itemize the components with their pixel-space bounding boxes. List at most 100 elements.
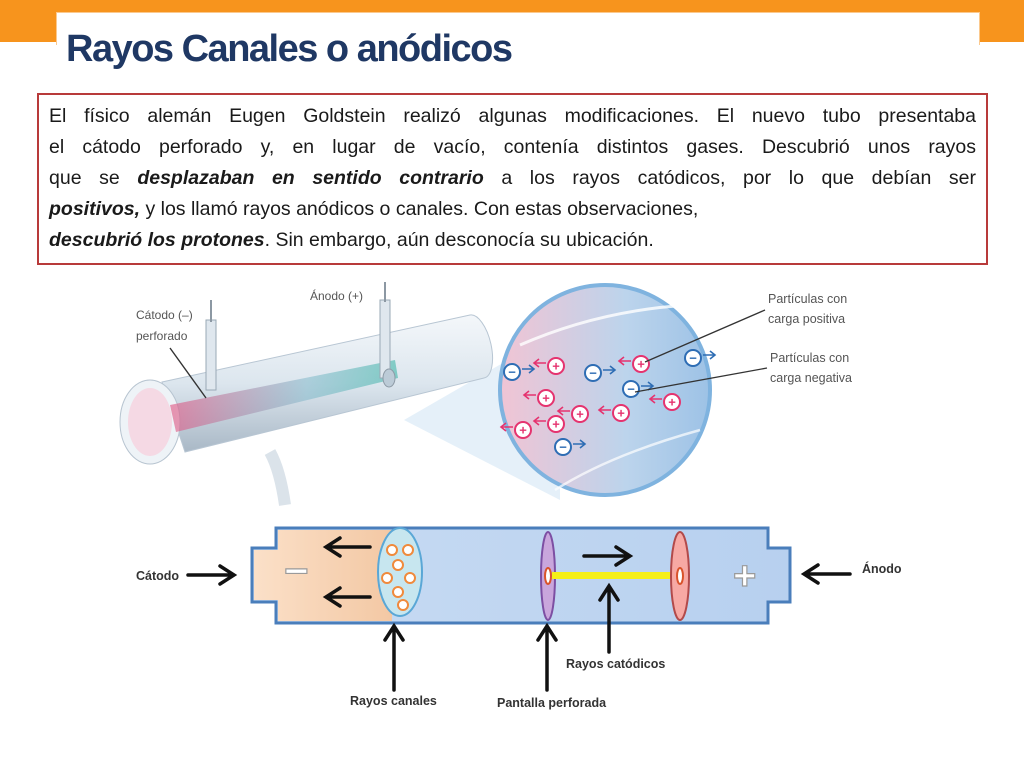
slide-title: Rayos Canales o anódicos xyxy=(66,28,513,70)
positive-particle: + xyxy=(597,404,630,422)
description-line-1: El físico alemán Eugen Goldstein realizó… xyxy=(49,105,976,127)
particle-group: −+−+−+−+++++− xyxy=(499,349,717,456)
particle-sign: + xyxy=(637,357,645,372)
particle-sign: + xyxy=(519,423,527,438)
tube-stand xyxy=(264,449,291,506)
title-frame xyxy=(56,12,980,45)
particle-direction-arrow xyxy=(573,439,587,449)
canal-ray-arrow-left xyxy=(322,586,372,608)
positive-particle: + xyxy=(499,421,532,439)
particle-direction-arrow xyxy=(703,350,717,360)
particle-sign: − xyxy=(689,351,697,366)
cathode-hole xyxy=(392,586,404,598)
positive-pointer xyxy=(644,309,766,363)
cathode-label-line-2: perforado xyxy=(136,329,188,343)
top-accent-bar xyxy=(0,0,1024,45)
text-run: y los llamó rayos anódicos o canales. Co… xyxy=(140,198,699,220)
particle-circle xyxy=(547,415,565,433)
cathode-hole xyxy=(381,572,393,584)
emphasis-protons: descubrió los protones xyxy=(49,229,265,251)
positive-label-line-2: carga positiva xyxy=(768,312,845,326)
particle-direction-arrow xyxy=(641,381,655,391)
emphasis-positive: positivos, xyxy=(49,198,141,220)
particle-circle xyxy=(663,393,681,411)
particle-circle xyxy=(632,355,650,373)
text-run: a los rayos catódicos, por lo que debían… xyxy=(483,167,977,189)
cathode-pointer-arrow xyxy=(186,564,238,586)
cathode-hole xyxy=(386,544,398,556)
cathode-hole xyxy=(404,572,416,584)
negative-particle: − xyxy=(503,363,536,381)
particle-circle xyxy=(537,389,555,407)
text-run: . Sin embargo, aún desconocía su ubicaci… xyxy=(264,229,654,251)
canal-rays-pointer xyxy=(383,622,405,692)
cathode-stem xyxy=(205,319,217,391)
particle-direction-arrow xyxy=(556,406,570,416)
anode-electrode xyxy=(382,368,396,388)
perforated-screen-pointer xyxy=(536,622,558,692)
negative-pointer xyxy=(634,367,768,393)
particle-direction-arrow xyxy=(499,422,513,432)
schematic-tube: − + Cátodo Ánodo Rayos canales Pantalla … xyxy=(136,526,902,710)
description-line-4: positivos, y los llamó rayos anódicos o … xyxy=(49,194,976,225)
particle-sign: + xyxy=(552,417,560,432)
description-line-5: descubrió los protones. Sin embargo, aún… xyxy=(49,225,976,256)
positive-particle: + xyxy=(556,405,589,423)
plus-sign: + xyxy=(733,554,756,598)
particle-sign: + xyxy=(542,391,550,406)
perforated-screen-label: Pantalla perforada xyxy=(497,696,607,710)
particle-circle xyxy=(584,364,602,382)
particle-direction-arrow xyxy=(532,358,546,368)
negative-particle: − xyxy=(684,349,717,367)
particle-circle xyxy=(571,405,589,423)
particle-direction-arrow xyxy=(603,365,617,375)
discharge-tube-illustration: Cátodo (–) perforado Ánodo (+) −+−+−+−++… xyxy=(119,282,852,506)
glass-highlight xyxy=(554,428,701,492)
particle-direction-arrow xyxy=(617,356,631,366)
cathode-pointer xyxy=(169,347,207,399)
screen-hole xyxy=(544,567,552,585)
particle-circle xyxy=(514,421,532,439)
cathode-ray-beam xyxy=(552,572,676,579)
anode-pointer-arrow xyxy=(800,563,852,585)
anode-label: Ánodo xyxy=(862,561,902,576)
particle-direction-arrow xyxy=(522,390,536,400)
particle-circle xyxy=(684,349,702,367)
cathode-rays-label: Rayos catódicos xyxy=(566,657,665,671)
canal-ray-arrow-left xyxy=(322,536,372,558)
positive-particle: + xyxy=(617,355,650,373)
particle-sign: − xyxy=(589,366,597,381)
particle-sign: + xyxy=(617,406,625,421)
negative-label-line-1: Partículas con xyxy=(770,351,849,365)
anode-label: Ánodo (+) xyxy=(310,288,363,303)
description-box: El físico alemán Eugen Goldstein realizó… xyxy=(37,93,988,265)
particle-sign: + xyxy=(576,407,584,422)
cathode-hole xyxy=(392,559,404,571)
particle-direction-arrow xyxy=(532,416,546,426)
cathode-hole xyxy=(397,599,409,611)
particle-direction-arrow xyxy=(522,364,536,374)
cathode-glow xyxy=(128,388,172,456)
positive-particle: + xyxy=(648,393,681,411)
particle-direction-arrow xyxy=(648,394,662,404)
positive-particle: + xyxy=(522,389,555,407)
anode-hole xyxy=(676,567,684,585)
positive-particle: + xyxy=(532,357,565,375)
particle-sign: − xyxy=(559,440,567,455)
cathode-label: Cátodo xyxy=(136,569,179,583)
particle-sign: − xyxy=(627,382,635,397)
cathode-label-line-1: Cátodo (–) xyxy=(136,308,193,322)
particle-sign: + xyxy=(668,395,676,410)
minus-sign: − xyxy=(284,547,309,594)
particle-sign: − xyxy=(508,365,516,380)
beam-glow xyxy=(170,360,398,432)
particle-circle xyxy=(612,404,630,422)
negative-particle: − xyxy=(622,380,655,398)
cathode-ray-arrow-right xyxy=(582,545,634,567)
positive-particle: + xyxy=(532,415,565,433)
particle-circle xyxy=(622,380,640,398)
text-run: que se xyxy=(49,167,138,189)
anode-stem xyxy=(379,299,391,379)
negative-particle: − xyxy=(554,438,587,456)
particle-direction-arrow xyxy=(597,405,611,415)
